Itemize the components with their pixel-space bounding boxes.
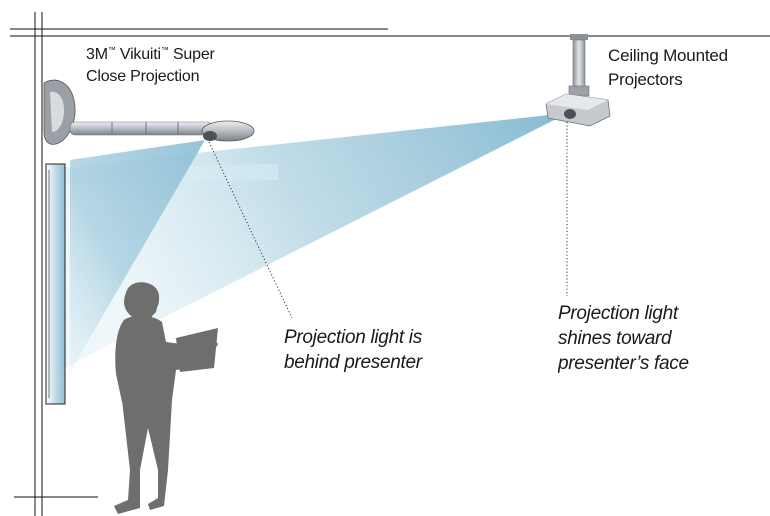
presenter-neck — [138, 309, 152, 319]
close-projection-label-line1: 3M™ Vikuiti™ Super — [86, 45, 215, 63]
projector-lens — [203, 131, 217, 141]
ceiling-label-line1: Ceiling Mounted — [608, 46, 728, 65]
ceiling-projector-lens — [564, 109, 576, 119]
bracket-highlight — [50, 91, 64, 132]
close-projection-beam — [70, 140, 205, 372]
presenter-silhouette — [114, 282, 218, 514]
presenter-folder — [176, 328, 218, 372]
frame-lines — [10, 12, 770, 516]
presenter-head — [139, 288, 159, 312]
close-projector-icon — [43, 79, 255, 145]
ceiling-plate — [570, 34, 588, 40]
projection-screen — [45, 163, 66, 405]
ceiling-pole — [572, 39, 586, 89]
presenter-torso — [115, 315, 218, 402]
ceiling-label-line2: Projectors — [608, 70, 683, 89]
caption-toward-face: Projection light shines toward presenter… — [558, 303, 689, 374]
ceiling-projector-icon — [545, 34, 611, 127]
close-projection-label-line2: Close Projection — [86, 68, 200, 85]
caption-behind-line2: behind presenter — [284, 352, 422, 373]
caption-toward-line2: shines toward — [558, 328, 672, 349]
presenter-legs — [122, 400, 172, 470]
caption-toward-line1: Projection light — [558, 303, 678, 324]
caption-behind-presenter: Projection light is behind presenter — [284, 327, 422, 373]
projector-arm — [69, 121, 213, 136]
projector-top — [546, 94, 608, 110]
ceiling-projectors-label: Ceiling Mounted Projectors — [608, 46, 728, 89]
close-projection-label: 3M™ Vikuiti™ Super Close Projection — [86, 45, 215, 85]
caption-toward-line3: presenter’s face — [558, 353, 689, 374]
presenter-lower-legs — [114, 470, 168, 514]
caption-behind-line1: Projection light is — [284, 327, 422, 348]
